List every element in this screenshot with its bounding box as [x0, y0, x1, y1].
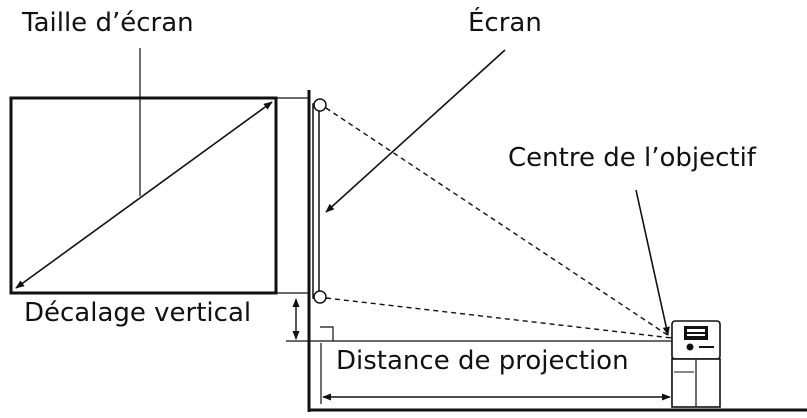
- screen-label: Écran: [468, 8, 542, 38]
- projection-ray-bottom: [325, 297, 673, 339]
- screen-size-label: Taille d’écran: [22, 8, 194, 38]
- lens-center-label: Centre de l’objectif: [508, 143, 756, 173]
- screen-leader-arrow: [325, 49, 506, 213]
- projector-icon: [671, 320, 721, 408]
- projection-ray-top: [325, 107, 673, 339]
- lens-center-leader-arrow: [635, 189, 670, 336]
- right-angle-marker: [320, 326, 334, 341]
- screen-top-point: [313, 98, 327, 112]
- screen-diagonal-arrow: [15, 101, 273, 289]
- projection-distance-label: Distance de projection: [336, 346, 629, 376]
- screen-side-view: [312, 103, 320, 299]
- screen-front-view: [9, 96, 278, 295]
- vertical-offset-label: Décalage vertical: [24, 298, 252, 328]
- screen-bottom-point: [313, 290, 327, 304]
